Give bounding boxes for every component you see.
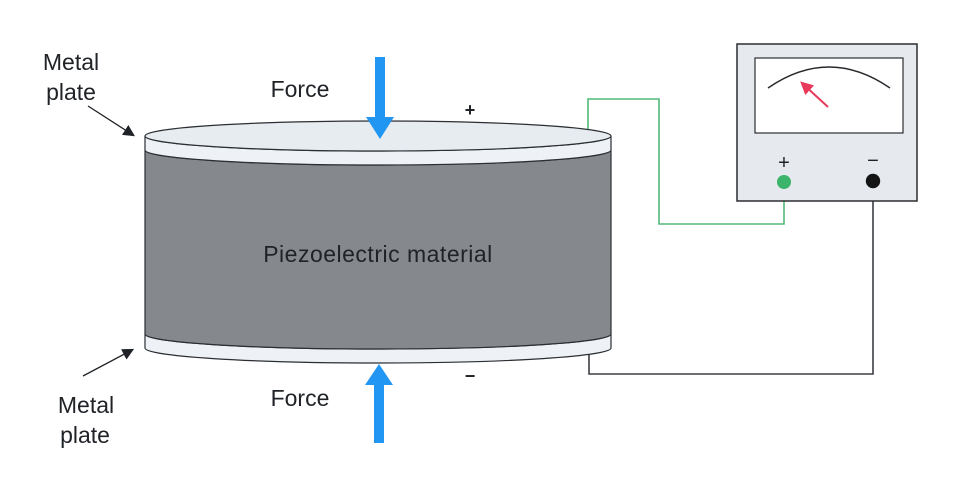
voltmeter-positive-label: + xyxy=(778,152,790,174)
voltmeter: + − xyxy=(736,43,918,202)
wire-positive xyxy=(587,98,785,225)
metal-plate-top-label-line1: Metal xyxy=(43,49,99,75)
force-top-label: Force xyxy=(271,76,330,102)
voltmeter-needle xyxy=(800,81,829,108)
metal-plate-bottom-label-line1: Metal xyxy=(58,392,114,418)
metal-plate-bottom-pointer-arrow xyxy=(82,348,135,377)
piezo-material-label: Piezoelectric material xyxy=(263,241,493,267)
metal-plate-top-pointer-arrow xyxy=(87,105,135,137)
voltmeter-negative-terminal xyxy=(865,173,881,189)
force-bottom-label: Force xyxy=(271,385,330,411)
charge-positive-sign: + xyxy=(465,100,476,120)
voltmeter-scale-arc xyxy=(767,66,891,89)
metal-plate-bottom-label: Metal plate xyxy=(58,348,135,448)
voltmeter-display xyxy=(754,57,904,134)
metal-plate-top-label: Metal plate xyxy=(43,49,135,137)
charge-negative-sign: − xyxy=(465,366,476,386)
metal-plate-top-label-line2: plate xyxy=(46,79,96,105)
force-arrow-down xyxy=(366,57,394,139)
wire-negative xyxy=(588,188,874,375)
metal-plate-bottom-label-line2: plate xyxy=(60,422,110,448)
force-arrow-up xyxy=(365,364,393,443)
piezo-disc: Piezoelectric material xyxy=(144,120,612,364)
voltmeter-positive-terminal xyxy=(777,175,791,189)
voltmeter-negative-label: − xyxy=(867,150,879,172)
